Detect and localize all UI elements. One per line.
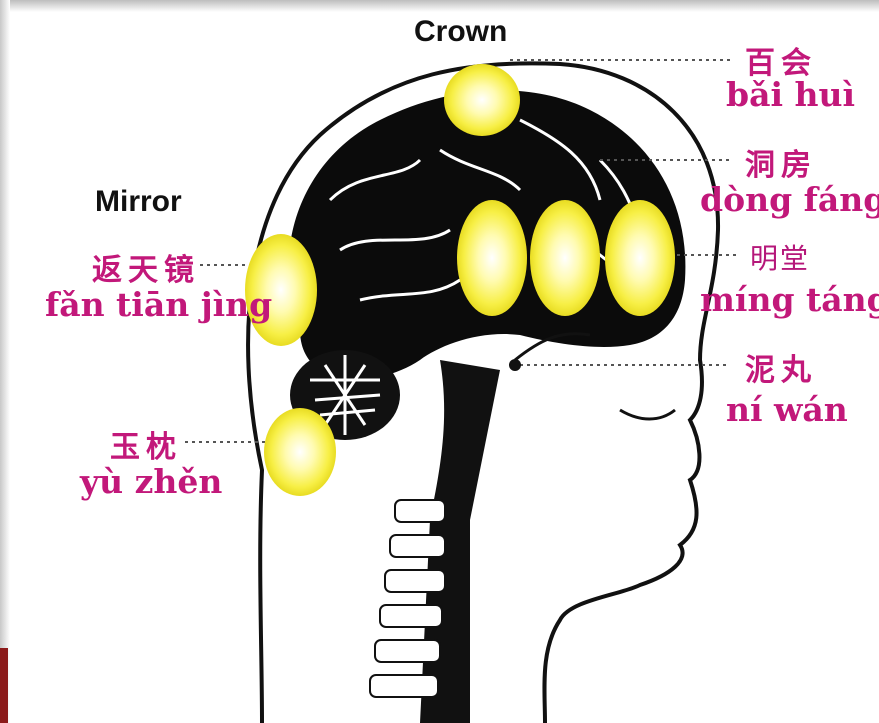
closed-eye xyxy=(620,410,675,419)
fan-tian-jing-pinyin: fǎn tiān jìng xyxy=(45,285,272,324)
glow-yu-zhen xyxy=(264,408,336,496)
dong-fang-pinyin: dòng fáng xyxy=(700,180,879,219)
glow-dong-fang-1 xyxy=(457,200,527,316)
yu-zhen-chinese: 玉枕 xyxy=(110,422,182,466)
bai-hui-pinyin: bǎi huì xyxy=(726,75,855,114)
yu-zhen-pinyin: yù zhěn xyxy=(80,462,222,501)
ni-wan-pinyin: ní wán xyxy=(726,390,848,429)
crown-label: Crown xyxy=(414,15,507,49)
ming-tang-chinese: 明堂 xyxy=(750,237,810,277)
dong-fang-chinese: 洞房 xyxy=(745,140,817,184)
ni-wan-dot xyxy=(509,359,521,371)
ming-tang-pinyin: míng táng xyxy=(700,280,879,319)
ni-wan-chinese: 泥丸 xyxy=(745,345,817,389)
mirror-label: Mirror xyxy=(95,185,182,219)
fan-tian-jing-chinese: 返天镜 xyxy=(92,245,200,289)
glow-bai-hui xyxy=(444,64,520,136)
glow-dong-fang-2 xyxy=(530,200,600,316)
glow-ming-tang xyxy=(605,200,675,316)
